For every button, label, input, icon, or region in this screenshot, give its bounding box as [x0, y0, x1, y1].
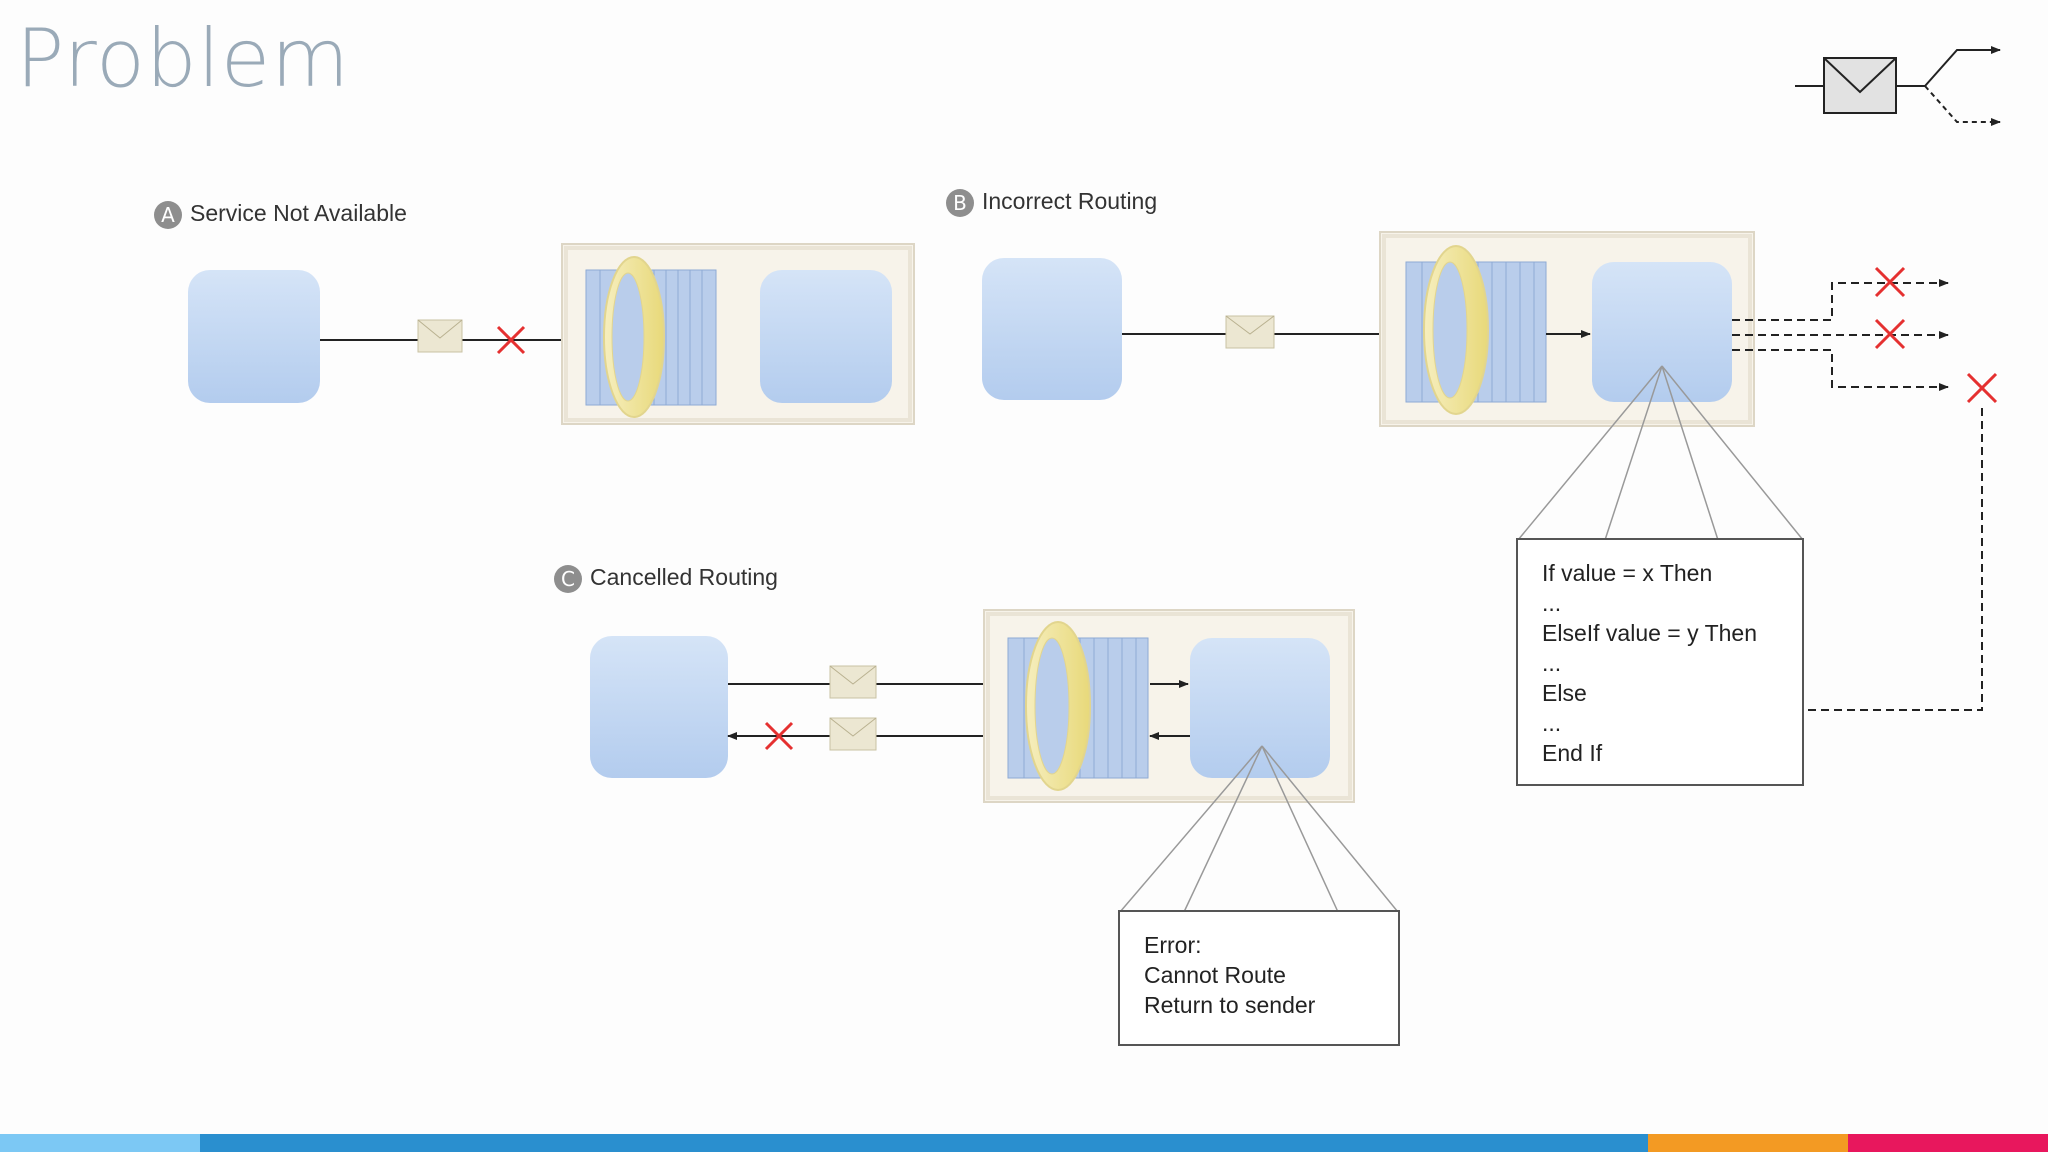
- error-x-icon: [1874, 266, 1998, 404]
- code-line: If value = x Then: [1542, 560, 1713, 586]
- code-line: ...: [1542, 710, 1562, 736]
- code-line: ...: [1542, 650, 1562, 676]
- error-x-icon: [764, 721, 794, 751]
- queue-icon: [585, 256, 717, 418]
- sender-service: [590, 636, 728, 778]
- envelope-icon: [829, 665, 877, 751]
- scenario-a-diagram: [188, 243, 915, 425]
- scenario-c-label: C Cancelled Routing: [554, 564, 778, 593]
- queue-icon: [1405, 245, 1547, 415]
- message-router-logo-icon: [1795, 46, 2001, 126]
- sender-service: [188, 270, 320, 403]
- code-line: End If: [1542, 740, 1603, 766]
- scenario-b-label: B Incorrect Routing: [946, 188, 1157, 217]
- scenario-a-badge: A: [154, 200, 182, 229]
- footer-segment-pink: [1848, 1134, 2048, 1152]
- footer-segment-blue: [200, 1134, 1648, 1152]
- scenario-a-title: Service Not Available: [190, 200, 407, 226]
- scenario-c-diagram: [590, 609, 1399, 913]
- scenario-b-diagram: [982, 231, 1998, 714]
- footer-segment-orange: [1648, 1134, 1848, 1152]
- error-line: Error:: [1144, 932, 1202, 958]
- error-callout: Error: Cannot Route Return to sender: [1118, 910, 1400, 1046]
- envelope-icon: [1225, 315, 1275, 349]
- scenario-a-label: A Service Not Available: [154, 200, 407, 229]
- code-line: ElseIf value = y Then: [1542, 620, 1758, 646]
- code-line: Else: [1542, 680, 1587, 706]
- scenario-c-badge: C: [554, 564, 582, 593]
- routing-logic-callout: If value = x Then ... ElseIf value = y T…: [1516, 538, 1804, 786]
- queue-icon: [1007, 621, 1149, 791]
- scenario-b-title: Incorrect Routing: [982, 188, 1158, 214]
- footer-segment-light-blue: [0, 1134, 200, 1152]
- code-line: ...: [1542, 590, 1562, 616]
- error-line: Cannot Route: [1144, 962, 1286, 988]
- router-service: [1190, 638, 1330, 778]
- target-service-unavailable: [760, 270, 892, 403]
- scenario-b-badge: B: [946, 188, 974, 217]
- scenario-c-title: Cancelled Routing: [590, 564, 778, 590]
- router-service: [1592, 262, 1732, 402]
- envelope-icon: [417, 319, 463, 353]
- page-title: Problem: [16, 12, 351, 105]
- sender-service: [982, 258, 1122, 400]
- footer-color-bar: [0, 1134, 2048, 1152]
- error-line: Return to sender: [1144, 992, 1316, 1018]
- error-x-icon: [496, 325, 526, 355]
